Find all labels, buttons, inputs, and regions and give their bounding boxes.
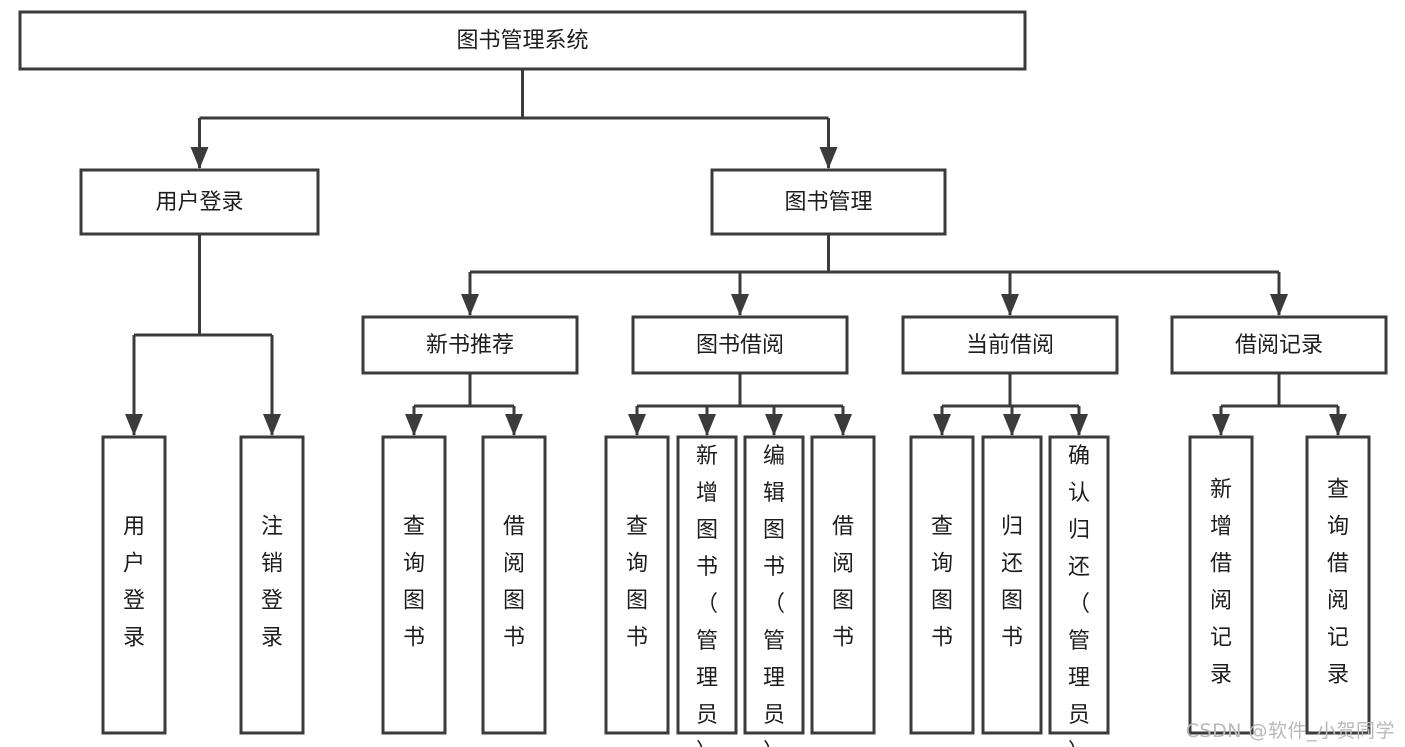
node-level3-3-label: 借阅记录: [1235, 333, 1323, 358]
arrow-head-icon: [698, 414, 716, 436]
arrow-head-icon: [765, 414, 783, 436]
leaf-book-borrow-1-box[interactable]: [676, 435, 738, 735]
leaf-user-login-0-label: 用户登录: [123, 515, 145, 651]
node-user-login-label: 用户登录: [155, 190, 243, 215]
leaf-current-borrow-0-box[interactable]: [909, 435, 975, 735]
node-level3-3-box[interactable]: [1170, 315, 1388, 375]
root-node-book-management-system-label: 图书管理系统: [456, 29, 588, 54]
leaf-book-borrow-0-box[interactable]: [604, 435, 670, 735]
leaf-new-book-recommend-1-box[interactable]: [481, 435, 547, 735]
leaf-book-borrow-2-label: 编辑图书（管理员）: [763, 444, 785, 747]
arrow-head-icon: [1329, 414, 1347, 436]
arrow-head-icon: [405, 414, 423, 436]
arrow-head-icon: [125, 414, 143, 436]
arrow-head-icon: [819, 147, 838, 169]
leaf-new-book-recommend-1-label: 借阅图书: [503, 515, 525, 651]
csdn-watermark: CSDN @软件_小贺同学: [1185, 720, 1395, 742]
node-level3-0-label: 新书推荐: [426, 333, 514, 358]
node-level3-0-box[interactable]: [361, 315, 579, 375]
arrow-head-icon: [1070, 414, 1088, 436]
arrow-head-icon: [461, 294, 479, 316]
boxes-layer: 图书管理系统用户登录图书管理新书推荐图书借阅当前借阅借阅记录用户登录注销登录查询…: [18, 10, 1388, 747]
leaf-current-borrow-0-label: 查询图书: [931, 515, 953, 651]
leaf-book-borrow-1-label: 新增图书（管理员）: [696, 444, 718, 747]
leaf-user-login-1-label: 注销登录: [261, 515, 283, 651]
arrow-head-icon: [628, 414, 646, 436]
leaf-current-borrow-1-label: 归还图书: [1001, 515, 1023, 651]
leaf-borrow-record-0-label: 新增借阅记录: [1210, 478, 1232, 688]
leaf-user-login-0-box[interactable]: [101, 435, 167, 735]
leaf-current-borrow-2-box[interactable]: [1048, 435, 1110, 735]
arrow-head-icon: [1270, 294, 1288, 316]
arrow-head-icon: [1001, 294, 1019, 316]
leaf-new-book-recommend-0-label: 查询图书: [403, 515, 425, 651]
leaf-borrow-record-0-box[interactable]: [1188, 435, 1254, 735]
arrow-head-icon: [1212, 414, 1230, 436]
node-book-management-label: 图书管理: [784, 190, 872, 215]
leaf-current-borrow-1-box[interactable]: [981, 435, 1043, 735]
leaf-book-borrow-2-box[interactable]: [743, 435, 805, 735]
leaf-book-borrow-3-label: 借阅图书: [832, 515, 854, 651]
root-node-book-management-system-box[interactable]: [18, 10, 1027, 71]
leaf-user-login-1-box[interactable]: [239, 435, 305, 735]
node-level3-2-label: 当前借阅: [966, 333, 1054, 358]
leaf-borrow-record-1-label: 查询借阅记录: [1327, 478, 1349, 688]
node-level3-2-box[interactable]: [901, 315, 1119, 375]
leaf-book-borrow-3-box[interactable]: [810, 435, 876, 735]
arrow-head-icon: [834, 414, 852, 436]
arrow-head-icon: [933, 414, 951, 436]
node-book-management-box[interactable]: [710, 168, 947, 236]
leaf-current-borrow-2-label: 确认归还（管理员）: [1068, 444, 1090, 747]
node-level3-1-box[interactable]: [631, 315, 849, 375]
arrow-head-icon: [263, 414, 281, 436]
node-level3-1-label: 图书借阅: [696, 333, 784, 358]
arrow-head-icon: [190, 147, 209, 169]
arrow-head-icon: [1003, 414, 1021, 436]
leaf-book-borrow-0-label: 查询图书: [626, 515, 648, 651]
arrow-head-icon: [505, 414, 523, 436]
connectors-layer: [125, 69, 1347, 436]
leaf-new-book-recommend-0-box[interactable]: [381, 435, 447, 735]
node-user-login-box[interactable]: [79, 168, 320, 236]
arrow-head-icon: [731, 294, 749, 316]
leaf-borrow-record-1-box[interactable]: [1305, 435, 1371, 735]
